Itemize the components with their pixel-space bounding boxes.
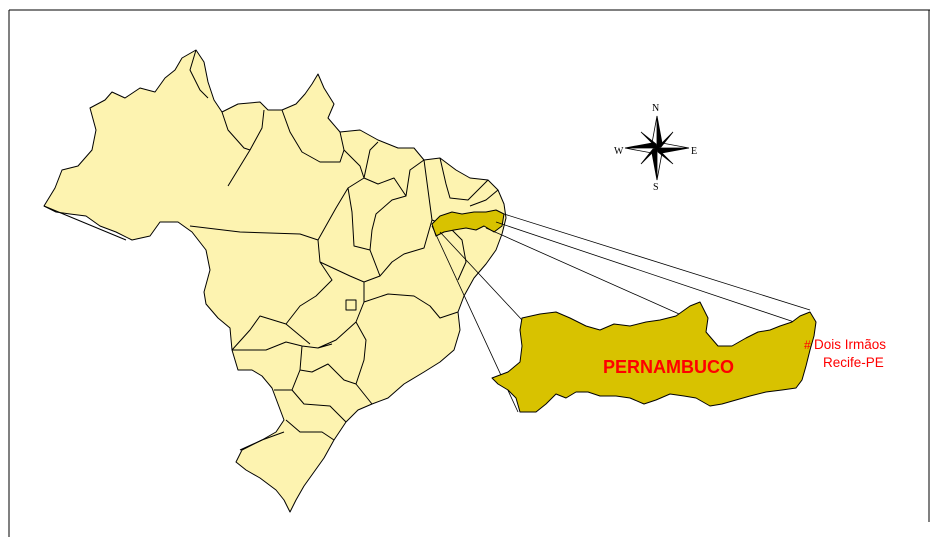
location-city-label: Recife-PE <box>823 355 884 370</box>
compass-east-label: E <box>691 146 698 157</box>
state-borders <box>43 49 499 451</box>
compass-south-label: S <box>653 182 659 193</box>
brazil-country-shape <box>43 49 507 513</box>
location-marker: # <box>804 338 811 352</box>
pernambuco-label: PERNAMBUCO <box>603 357 735 377</box>
federal-district <box>345 299 357 311</box>
location-name-label: Dois Irmãos <box>814 337 887 352</box>
compass-west-label: W <box>614 146 624 157</box>
pernambuco-enlarged <box>491 301 817 413</box>
zoom-lines <box>431 213 813 413</box>
pernambuco-on-brazil <box>431 209 505 237</box>
brazil-map <box>43 49 507 513</box>
compass-north-label: N <box>652 103 660 114</box>
compass-rose <box>624 115 690 181</box>
